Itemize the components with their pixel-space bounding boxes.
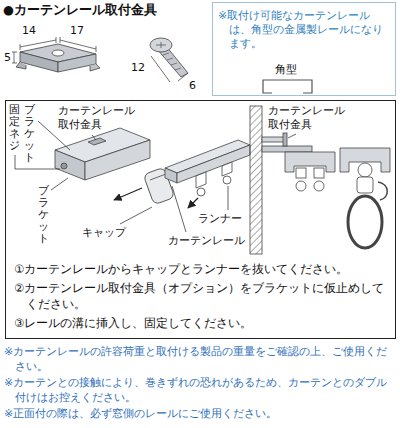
figure-title: ●カーテンレール取付金具	[3, 2, 157, 18]
part-label: カーテンレール 取付金具	[268, 104, 350, 132]
caution-note: ※正面付の際は、必ず窓側のレールにご使用ください。	[4, 406, 396, 421]
step-text: ③レールの溝に挿入し、固定してください。	[14, 315, 389, 331]
square-rail-profile	[263, 80, 312, 93]
part-label: 固定ネジ	[9, 104, 20, 152]
step-text: ①カーテンレールからキャップとランナーを抜いてください。	[14, 261, 389, 277]
wall	[250, 106, 262, 254]
dimension-label: 14	[22, 24, 36, 38]
part-label: カーテンレール 取付金具	[58, 104, 140, 132]
shape-label: 角型	[275, 63, 297, 77]
part-label: ランナー	[198, 212, 242, 226]
clip-part	[16, 44, 100, 72]
arrow	[114, 188, 142, 200]
leader-lines	[15, 121, 296, 232]
caution-note: ※カーテンレールの許容荷重と取付ける製品の重量をご確認の上、ご使用ください。	[4, 344, 396, 374]
part-label: カーテンレール	[168, 234, 245, 248]
dimension-label: 5	[4, 51, 11, 65]
bracket-drawing	[55, 128, 150, 180]
rail-drawing	[165, 140, 250, 196]
screw-part	[150, 38, 188, 77]
caution-note: ※カーテンとの接触により、巻きずれの恐れがあるため、カーテンとのダブル付けはお控…	[4, 375, 396, 405]
part-label: キャップ	[82, 226, 126, 240]
part-label: ブラケット	[24, 104, 35, 164]
note-text: ※取付け可能なカーテンレールは、角型の金属製レールになります。	[218, 9, 392, 51]
note-box: ※取付け可能なカーテンレールは、角型の金属製レールになります。角型	[212, 2, 396, 96]
dimension-label: 17	[70, 24, 84, 38]
part-label: ブラケット	[38, 185, 49, 245]
dimension-label: 12	[131, 61, 145, 75]
dimension-label: 6	[189, 79, 196, 93]
step-text: ②カーテンレール取付金具（オプション）をブラケットに仮止めしてください。	[14, 280, 389, 312]
dimension-lines	[12, 37, 188, 82]
arrow	[188, 198, 198, 208]
mounted-rail	[262, 133, 390, 248]
